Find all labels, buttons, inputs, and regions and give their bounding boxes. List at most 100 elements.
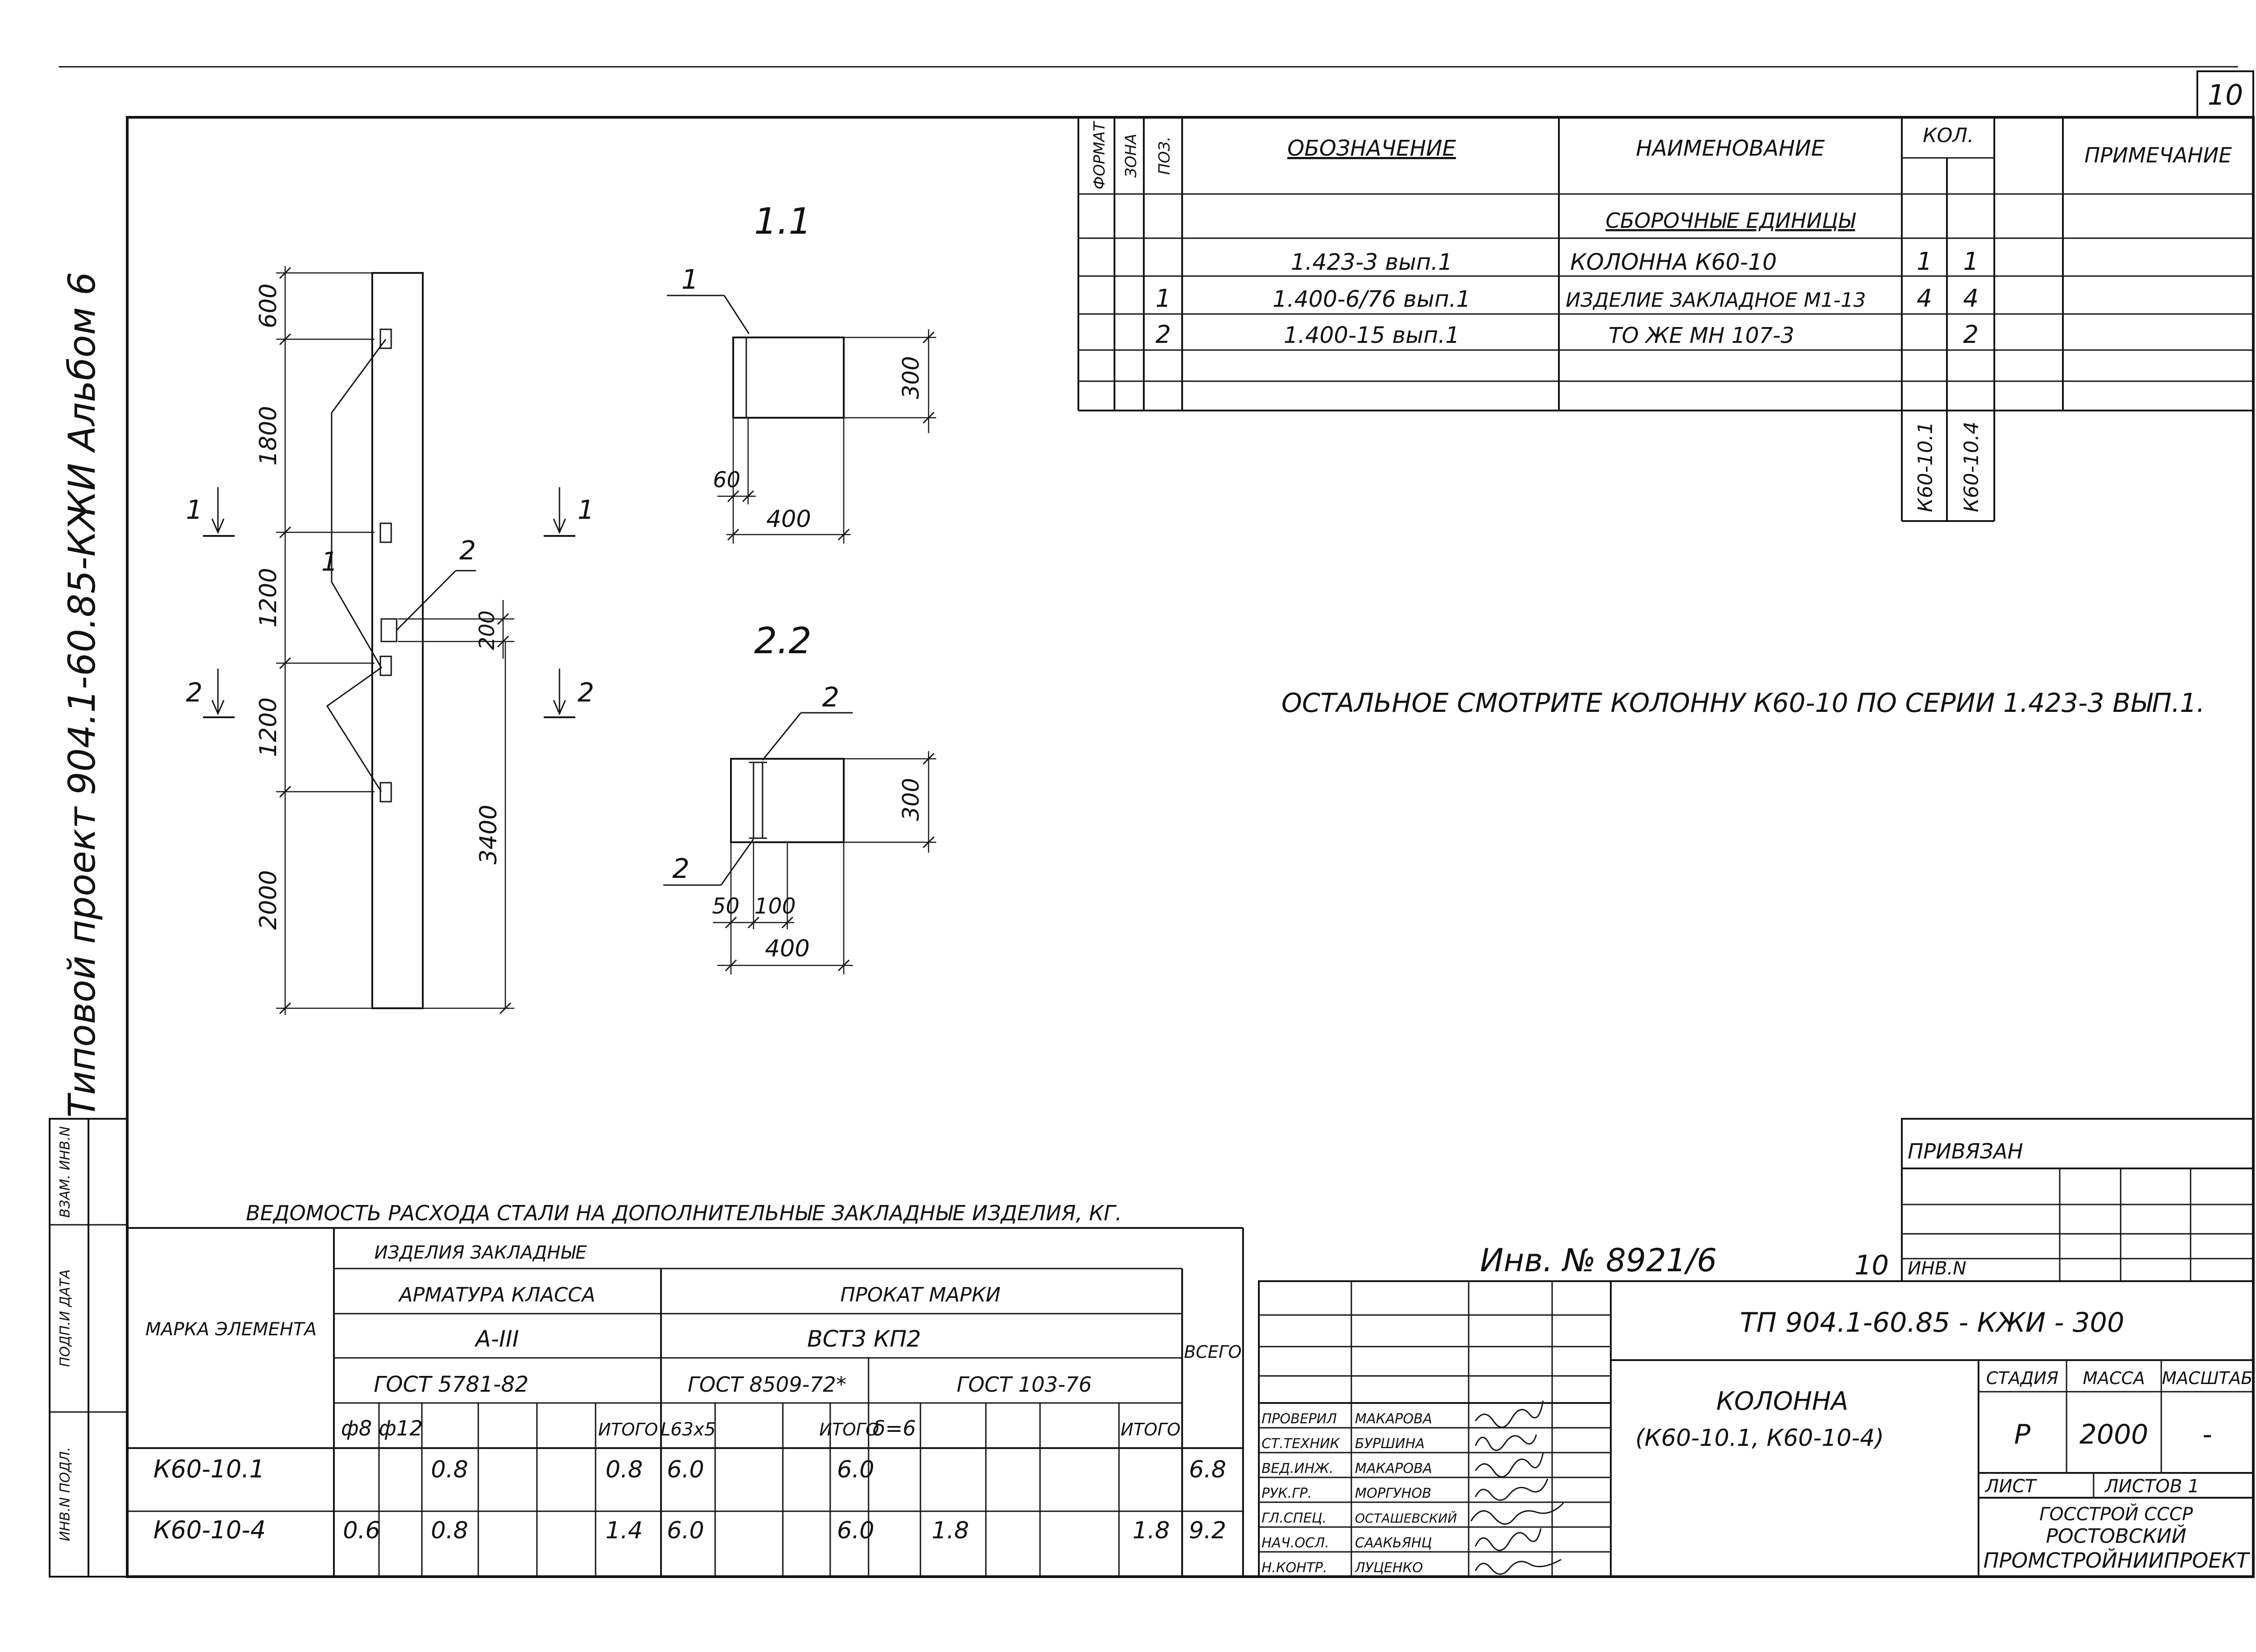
inv-page: 10	[1854, 1250, 1889, 1281]
svg-text:2: 2	[186, 677, 203, 708]
steel-row-1-total: 9.2	[1189, 1517, 1226, 1544]
spec-h-pos: Поз.	[1156, 137, 1174, 175]
steel-row-1-d12: 0.8	[431, 1517, 468, 1544]
spec-h-note: Примечание	[2085, 143, 2232, 167]
spec-row-0-qty1: 1	[1917, 247, 1932, 276]
signer-2-name: Макарова	[1355, 1461, 1432, 1477]
steel-h-sub2: Итого	[819, 1420, 879, 1440]
steel-h-b6: δ=6	[873, 1416, 916, 1440]
steel-h-d8: ф8	[341, 1416, 372, 1440]
signer-3-name: Моргунов	[1355, 1486, 1431, 1501]
svg-text:2: 2	[578, 677, 594, 708]
privyazan-label: Привязан	[1908, 1139, 2023, 1163]
section-1-1: 1.1 1 300 60 400	[667, 200, 936, 544]
side-cell-2: Инв.N подл.	[57, 1447, 73, 1541]
steel-h-rebar: Арматура класса	[398, 1283, 596, 1306]
spec-row-1-name: Изделие закладное М1-13	[1566, 289, 1866, 312]
spec-qty-col-1: К60-10.1	[1914, 421, 1937, 512]
sheet-frame: 10	[59, 66, 2255, 1578]
signer-0-role: Проверил	[1262, 1411, 1337, 1427]
signatures	[1470, 1400, 1564, 1575]
steel-row-0-sub1: 0.8	[606, 1456, 643, 1483]
steel-h-element: Марка элемента	[145, 1319, 316, 1340]
doc-name-line1: Колонна	[1716, 1387, 1849, 1416]
spec-h-format: Формат	[1091, 121, 1109, 189]
section-1-dim-offset: 60	[713, 467, 740, 493]
inv-handwritten: Инв. № 8921/6	[1480, 1242, 1717, 1279]
page-number-box	[2196, 70, 2254, 118]
sheet-label: Лист	[1984, 1476, 2038, 1497]
steel-h-sub3: Итого	[1121, 1420, 1181, 1440]
section-1-dim-height: 300	[898, 356, 924, 399]
embedded-plate-2	[380, 618, 398, 642]
signer-4-role: Гл.спец.	[1262, 1510, 1327, 1526]
section-marks: 1 1 2 2	[186, 487, 594, 718]
spec-h-designation: Обозначение	[1287, 136, 1456, 161]
section-1-callout: 1	[681, 264, 698, 295]
section-1-body	[732, 337, 845, 419]
spec-section-label: Сборочные единицы	[1605, 208, 1856, 233]
spec-row-1-pos: 1	[1156, 284, 1171, 313]
column-elevation: 600 1800 1200 1200 2000 200 3400 1 2 1 1	[186, 266, 594, 1015]
steel-table: Ведомость расхода стали на дополнительны…	[127, 1201, 1244, 1577]
section-2-dim-b: 100	[754, 894, 796, 919]
steel-h-total: Всего	[1184, 1342, 1242, 1362]
section-2-dim-a: 50	[712, 894, 740, 919]
spec-row-1-qty1: 4	[1917, 284, 1932, 313]
org-line3: ПРОМСТРОЙНИИПРОЕКТ	[1983, 1548, 2251, 1573]
signer-1-role: Ст.техник	[1262, 1436, 1341, 1452]
embedded-plate	[379, 328, 392, 349]
signer-3-role: Рук.гр.	[1262, 1486, 1312, 1501]
section-2-2: 2.2 2 2 300 50 100 400	[663, 620, 936, 974]
signer-list: Проверил Макарова Ст.техник Буршина Вед.…	[1262, 1411, 1457, 1576]
section-1-dim-width: 400	[766, 506, 811, 533]
steel-row-1-sub3: 1.8	[1133, 1517, 1170, 1544]
dim-1800: 1800	[255, 406, 282, 466]
spec-h-name: Наименование	[1636, 136, 1825, 161]
title-block: Привязан Инв.N Инв. № 8921/6 10	[1258, 1118, 2254, 1578]
signer-5-name: Саакьянц	[1355, 1535, 1432, 1551]
spec-row-2-name: То же МН 107-3	[1609, 323, 1794, 348]
dim-600: 600	[255, 283, 282, 328]
steel-row-0-d12: 0.8	[431, 1456, 468, 1483]
svg-text:1: 1	[186, 494, 203, 525]
steel-h-items: Изделия закладные	[374, 1242, 587, 1263]
steel-h-rolled-grade: ВСт3 кп2	[807, 1326, 921, 1352]
svg-text:1: 1	[578, 494, 594, 525]
dim-1200-b: 1200	[255, 697, 282, 757]
spec-qty-col-2: К60-10.4	[1960, 421, 1983, 512]
spec-row-0-name: Колонна К60-10	[1570, 249, 1777, 275]
signer-0-name: Макарова	[1355, 1411, 1432, 1427]
spec-h-qty: Кол.	[1923, 124, 1974, 147]
spec-row-2-designation: 1.400-15 вып.1	[1284, 322, 1460, 348]
note-text: Остальное смотрите колонну К60-10 по сер…	[1281, 688, 2205, 718]
steel-h-l63: L63х5	[661, 1419, 716, 1440]
dim-200: 200	[475, 610, 499, 650]
scale-label: Масштаб	[2162, 1368, 2252, 1388]
dim-2000: 2000	[255, 870, 282, 930]
spec-row-0-designation: 1.423-3 вып.1	[1291, 249, 1452, 275]
org-line2: РОСТОВСКИЙ	[2046, 1524, 2186, 1548]
steel-h-gost-8509: ГОСТ 8509-72*	[688, 1372, 846, 1397]
spec-row-0-qty2: 1	[1963, 247, 1979, 276]
scale-value: -	[2202, 1419, 2212, 1450]
section-2-dim-height: 300	[898, 778, 924, 821]
callout-1: 1	[321, 546, 338, 577]
embedded-plate	[379, 655, 392, 676]
steel-row-0-l63: 6.0	[667, 1456, 704, 1483]
doc-name-line2: (К60-10.1, К60-10-4)	[1635, 1425, 1884, 1452]
steel-h-rolled: Прокат марки	[840, 1283, 1000, 1306]
steel-h-sub1: Итого	[598, 1420, 658, 1440]
steel-h-d12: ф12	[379, 1416, 423, 1440]
spec-row-2-qty2: 2	[1963, 320, 1979, 349]
column-body	[371, 272, 424, 1009]
sheets-label: Листов 1	[2104, 1476, 2199, 1497]
side-strip: Типовой проект 904.1-60.85-КЖИ Альбом 6 …	[49, 272, 128, 1578]
steel-h-gost-rebar: ГОСТ 5781-82	[374, 1372, 528, 1397]
signer-4-name: Осташевский	[1355, 1510, 1457, 1526]
steel-row-0-mark: К60-10.1	[153, 1455, 265, 1483]
steel-row-1-b6: 1.8	[932, 1517, 969, 1544]
section-2-title: 2.2	[754, 620, 811, 662]
